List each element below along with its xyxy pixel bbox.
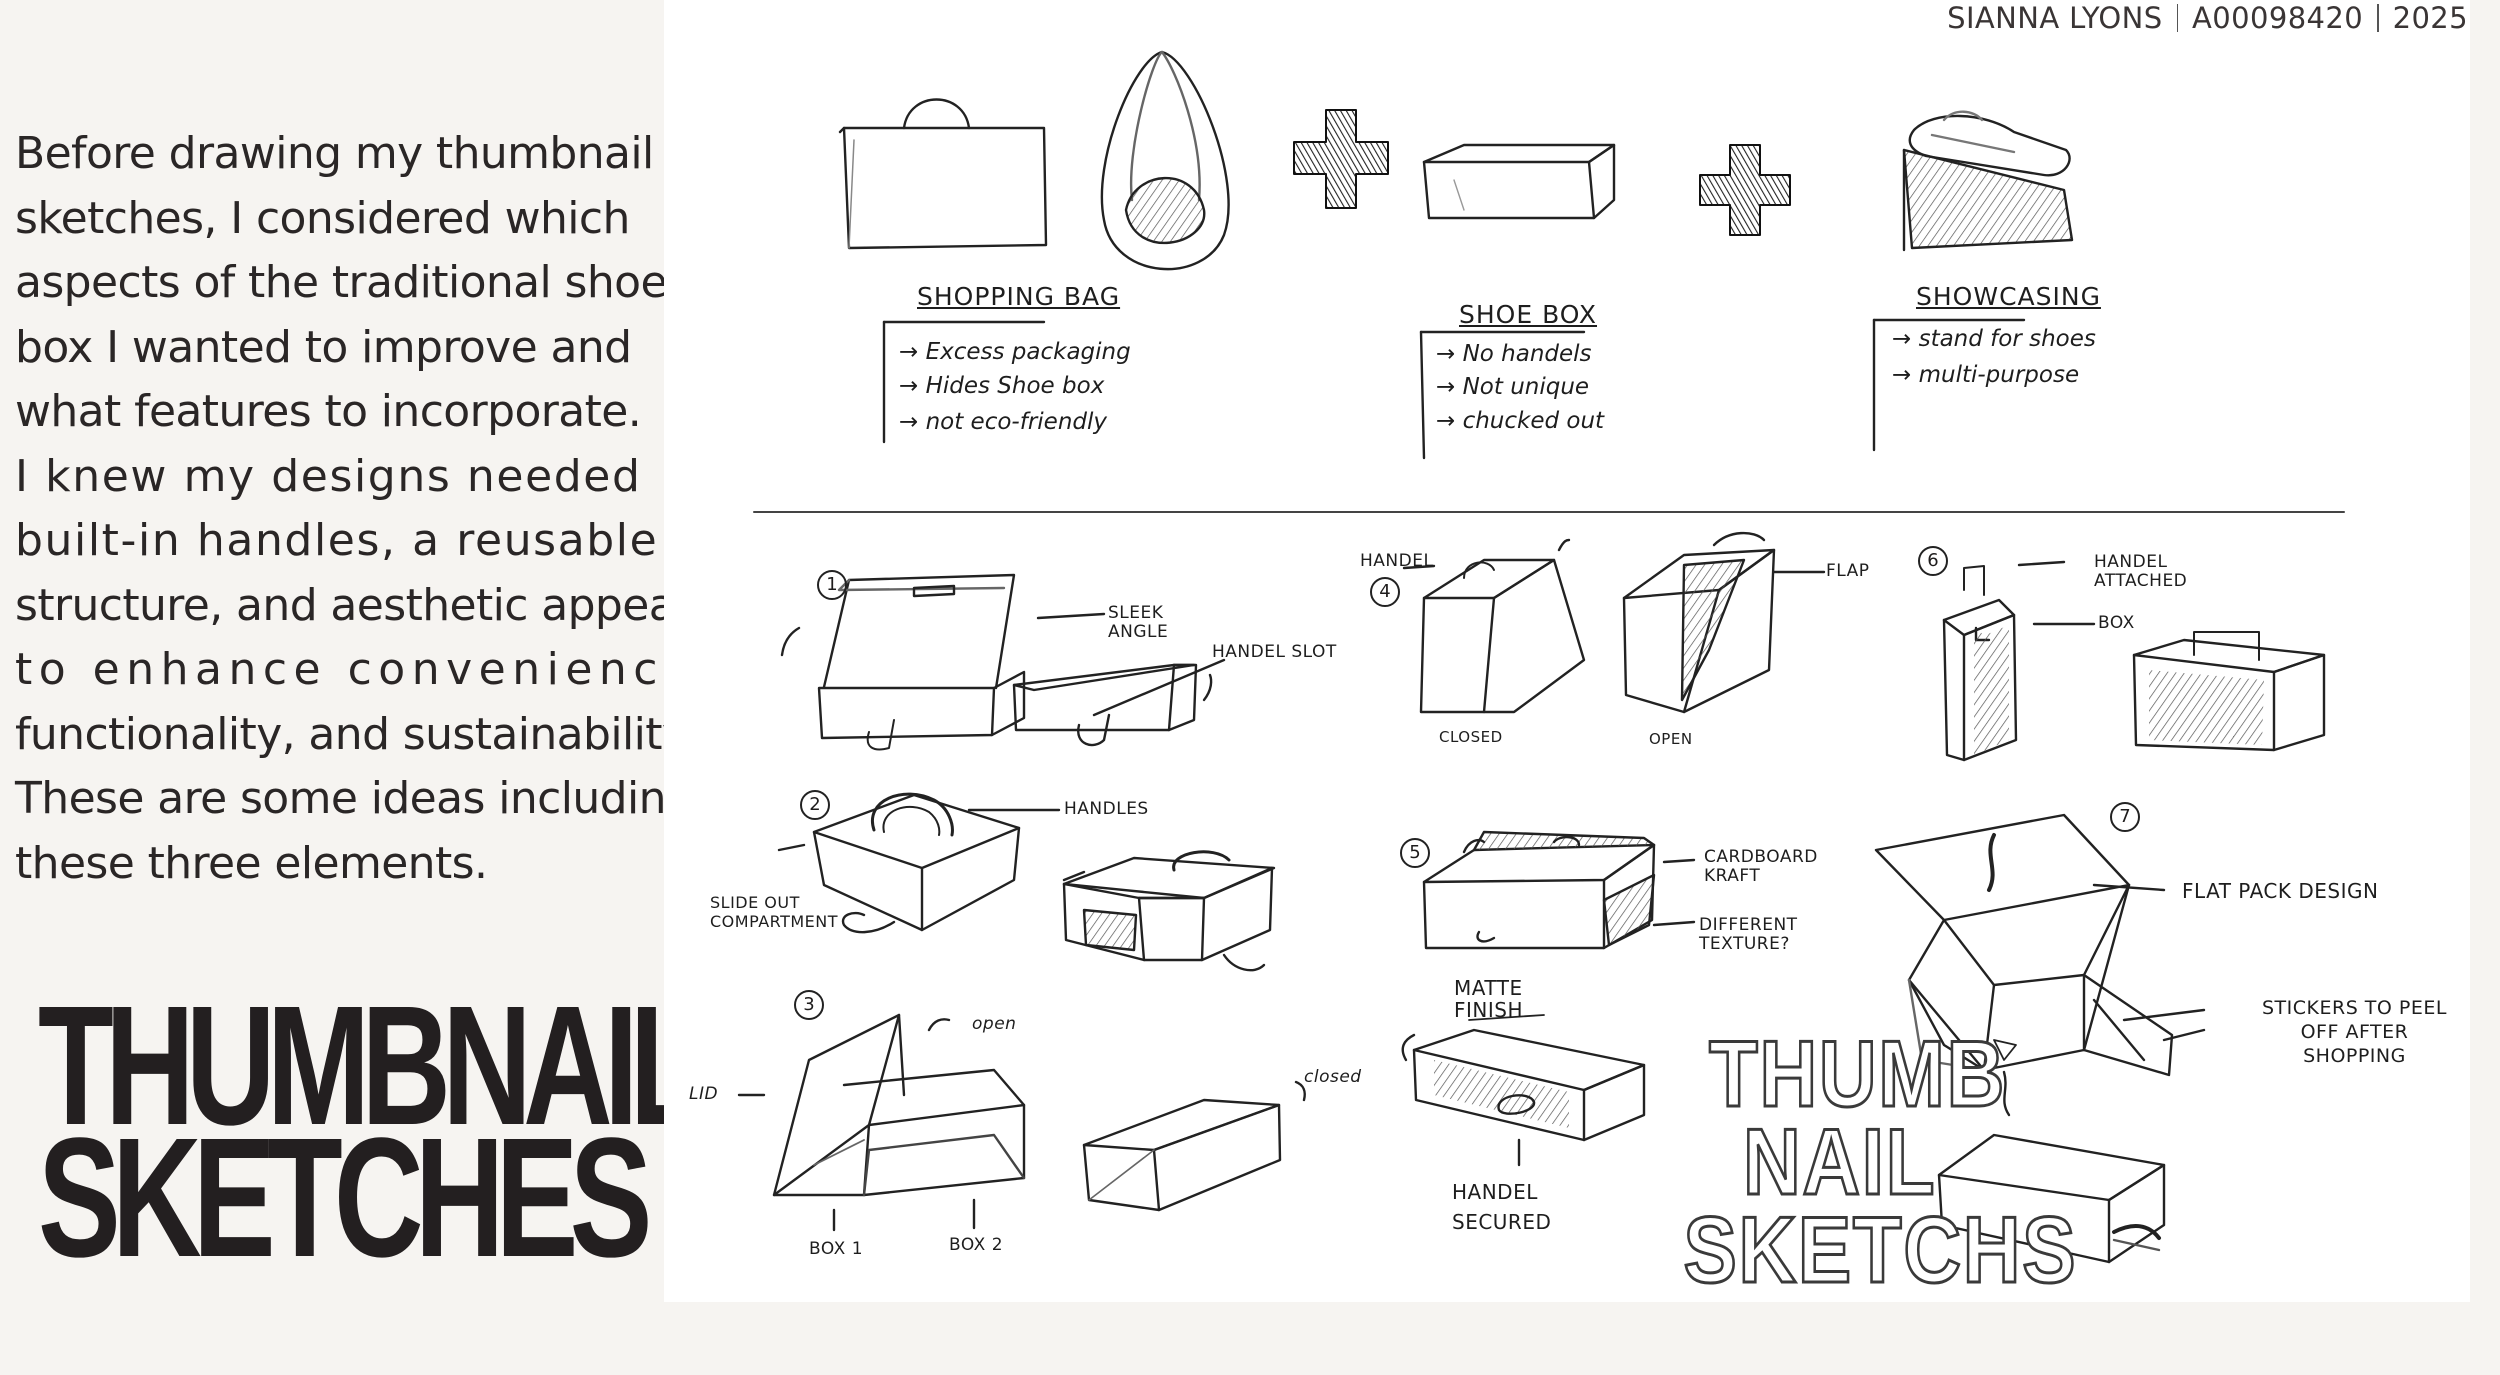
label-handel-slot: HANDEL SLOT bbox=[1212, 642, 1337, 662]
sketch-number: 1 bbox=[817, 570, 847, 600]
divider bbox=[2176, 4, 2179, 32]
intro-line: I knew my designs needed bbox=[15, 450, 642, 502]
intro-line: Before drawing my thumbnail bbox=[15, 128, 654, 179]
page-title-line-1: THUMBNAIL bbox=[38, 971, 705, 1161]
intro-line: to enhance convenience, bbox=[15, 644, 719, 695]
sketch-matte-box bbox=[1401, 1014, 1646, 1167]
shoe-box-note: → chucked out bbox=[1436, 408, 1605, 434]
shopping-bag-note: → not eco-friendly bbox=[899, 409, 1107, 435]
sketch-2-slide-box bbox=[1062, 850, 1276, 972]
intro-line: what features to incorporate. bbox=[15, 386, 642, 437]
sketch-number: 5 bbox=[1400, 838, 1430, 868]
label-handel-secured: HANDEL SECURED bbox=[1452, 1180, 1552, 1234]
sketch-number: 6 bbox=[1918, 546, 1948, 576]
showcasing-note: → stand for shoes bbox=[1892, 326, 2096, 352]
shopping-bag-note: → Excess packaging bbox=[899, 339, 1131, 365]
author-name: SIANNA LYONS bbox=[1947, 1, 2163, 35]
shoe-box-notes-frame bbox=[1419, 330, 1586, 460]
plus-icon bbox=[1293, 109, 1389, 209]
label-open: OPEN bbox=[1649, 730, 1693, 748]
shopping-bag-notes-frame bbox=[882, 320, 1046, 444]
sketch-7-flat-pack bbox=[1874, 813, 2206, 1117]
label-flap: FLAP bbox=[1826, 561, 1870, 581]
sketch-7-closed-box bbox=[1937, 1133, 2166, 1264]
label-box: BOX bbox=[2098, 613, 2135, 633]
sketch-1-box bbox=[780, 573, 1106, 751]
year: 2025 bbox=[2392, 1, 2468, 35]
label-different-texture: DIFFERENT TEXTURE? bbox=[1699, 915, 1798, 954]
intro-line: sketches, I considered which bbox=[15, 192, 630, 244]
label-closed: CLOSED bbox=[1439, 728, 1503, 746]
author-info: SIANNA LYONS A00098420 2025 bbox=[1947, 0, 2468, 36]
intro-line: aspects of the traditional shoe bbox=[15, 257, 668, 308]
sketch-3-open-box bbox=[737, 1013, 1026, 1232]
sketch-4-closed-box bbox=[1402, 538, 1586, 714]
sketch-number: 4 bbox=[1370, 577, 1400, 607]
shoe-box-note: → Not unique bbox=[1436, 374, 1590, 400]
shoe-box-title: SHOE BOX bbox=[1459, 300, 1598, 329]
intro-line: functionality, and sustainability. bbox=[15, 708, 695, 760]
intro-line: these three elements. bbox=[15, 837, 488, 889]
label-handel-attached: HANDEL ATTACHED bbox=[2094, 552, 2188, 591]
label-cardboard-kraft: CARDBOARD KRAFT bbox=[1704, 847, 1818, 886]
label-closed-box: closed bbox=[1304, 1067, 1362, 1087]
page-title-line-2: SKETCHES bbox=[38, 1103, 652, 1293]
label-handles: HANDLES bbox=[1064, 799, 1149, 819]
label-matte-finish: MATTE FINISH bbox=[1454, 976, 1523, 1022]
label-flat-pack-design: FLAT PACK DESIGN bbox=[2182, 879, 2379, 903]
showcasing-notes-frame bbox=[1872, 318, 2026, 452]
sketch-number: 7 bbox=[2110, 802, 2140, 832]
label-handel: HANDEL bbox=[1360, 551, 1434, 571]
word-art-line: SKETCHS bbox=[1682, 1197, 2078, 1302]
label-open-box: open bbox=[972, 1014, 1017, 1034]
label-slide-out-compartment: SLIDE OUT COMPARTMENT bbox=[710, 893, 839, 931]
shopping-bag-note: → Hides Shoe box bbox=[899, 373, 1105, 399]
shoe-box-sketch bbox=[1422, 143, 1616, 220]
plus-icon bbox=[1699, 144, 1791, 236]
sketch-6-flat-box bbox=[2132, 631, 2326, 752]
sketch-number: 3 bbox=[794, 990, 824, 1020]
sketch-number: 2 bbox=[800, 790, 830, 820]
showcasing-title: SHOWCASING bbox=[1916, 282, 2101, 311]
sketch-2-bag bbox=[777, 792, 1061, 934]
shoe-box-note: → No handels bbox=[1436, 341, 1592, 367]
intro-line: built-in handles, a reusable bbox=[15, 515, 659, 566]
label-sleek-angle: SLEEK ANGLE bbox=[1108, 603, 1169, 642]
shopping-bag-sketch bbox=[838, 98, 1048, 250]
intro-line: box I wanted to improve and bbox=[15, 321, 632, 373]
sketch-6-upright-box bbox=[1942, 560, 2096, 762]
sketch-5-box bbox=[1422, 830, 1696, 950]
label-box-1: BOX 1 bbox=[809, 1239, 864, 1259]
sketch-sheet: SIANNA LYONS A00098420 2025 bbox=[664, 0, 2470, 1302]
page-title: THUMBNAIL SKETCHES bbox=[38, 971, 705, 1293]
student-id: A00098420 bbox=[2192, 1, 2364, 35]
intro-paragraph: Before drawing my thumbnail sketches, I … bbox=[15, 122, 719, 896]
sketch-4-open-box bbox=[1622, 531, 1826, 714]
word-art-line: THUMB bbox=[1708, 1021, 2006, 1126]
sketch-1-closed-box bbox=[1012, 658, 1226, 747]
sketch-drawings bbox=[737, 50, 2345, 1264]
shoe-stand-sketch bbox=[1902, 110, 2074, 252]
label-lid: LID bbox=[689, 1084, 719, 1104]
hobo-bag-sketch bbox=[1100, 50, 1230, 271]
divider bbox=[2377, 4, 2379, 32]
label-stickers: STICKERS TO PEEL OFF AFTER SHOPPING bbox=[2262, 997, 2447, 1067]
intro-line: These are some ideas including bbox=[15, 773, 694, 824]
thumbnail-word-art: THUMB NAIL SKETCHS bbox=[1682, 1021, 2077, 1298]
label-box-2: BOX 2 bbox=[949, 1235, 1004, 1255]
shopping-bag-title: SHOPPING BAG bbox=[917, 282, 1121, 311]
word-art-line: NAIL bbox=[1742, 1109, 1937, 1214]
sketch-3-closed-box bbox=[1082, 1080, 1306, 1212]
showcasing-note: → multi-purpose bbox=[1892, 362, 2080, 388]
intro-line: structure, and aesthetic appeal bbox=[15, 579, 687, 631]
